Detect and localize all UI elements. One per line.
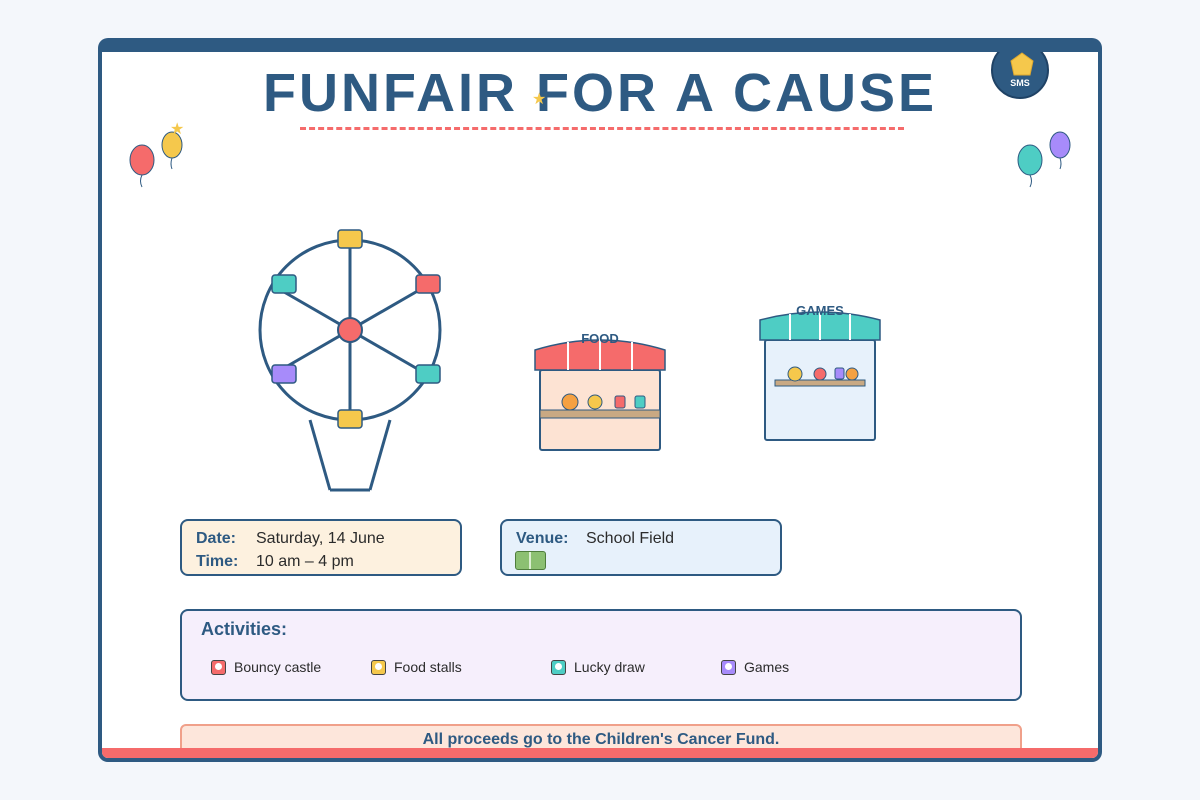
activity-food-stalls: Food stalls	[371, 659, 462, 675]
ferris-wheel-icon	[258, 229, 442, 492]
logo-text: SMS	[1010, 78, 1030, 88]
svg-text:★: ★	[170, 119, 184, 138]
date-time-box: Date: Saturday, 14 June Time: 10 am – 4 …	[180, 519, 462, 576]
balloons-left-icon: ★	[129, 119, 184, 188]
activity-lucky-draw: Lucky draw	[551, 659, 645, 675]
pentagon-icon	[1010, 52, 1034, 76]
games-stall-label: GAMES	[796, 303, 844, 318]
food-stall-label: FOOD	[581, 331, 619, 346]
activity-label: Bouncy castle	[234, 659, 322, 675]
activity-label: Lucky draw	[574, 659, 645, 675]
food-stall-icon	[534, 339, 666, 451]
date-row: Date: Saturday, 14 June	[196, 527, 446, 550]
field-icon	[515, 551, 546, 570]
time-key: Time:	[196, 553, 239, 570]
venue-row: Venue: School Field	[516, 527, 766, 550]
activities-title: Activities:	[201, 619, 288, 639]
time-value: 10 am – 4 pm	[256, 553, 354, 570]
date-value: Saturday, 14 June	[256, 530, 385, 547]
activity-label: Games	[744, 659, 790, 675]
title-underline	[300, 127, 904, 130]
venue-value: School Field	[586, 530, 675, 547]
star-icon: ★	[532, 91, 547, 108]
balloons-right-icon	[1017, 131, 1071, 188]
bouncy-castle-icon	[211, 659, 226, 675]
games-icon	[721, 659, 736, 675]
activity-label: Food stalls	[394, 659, 462, 675]
venue-box: Venue: School Field	[500, 519, 782, 576]
activity-games: Games	[721, 659, 789, 675]
poster-bottom-band	[102, 748, 1098, 758]
funfair-poster: FUNFAIR FOR A CAUSE ★ SMS ★	[98, 38, 1102, 762]
lucky-draw-icon	[551, 659, 566, 675]
activity-bouncy-castle: Bouncy castle	[211, 659, 321, 675]
date-key: Date:	[196, 530, 237, 547]
time-row: Time: 10 am – 4 pm	[196, 550, 446, 573]
venue-key: Venue:	[516, 530, 569, 547]
games-stall-icon	[759, 311, 881, 441]
funfair-illustration: ★	[129, 119, 1071, 492]
school-logo: SMS	[991, 52, 1049, 99]
food-stall-icon	[371, 659, 386, 675]
activities-box: Activities: Bouncy castle Food stalls Lu…	[180, 609, 1022, 701]
poster-title: FUNFAIR FOR A CAUSE	[263, 63, 937, 123]
